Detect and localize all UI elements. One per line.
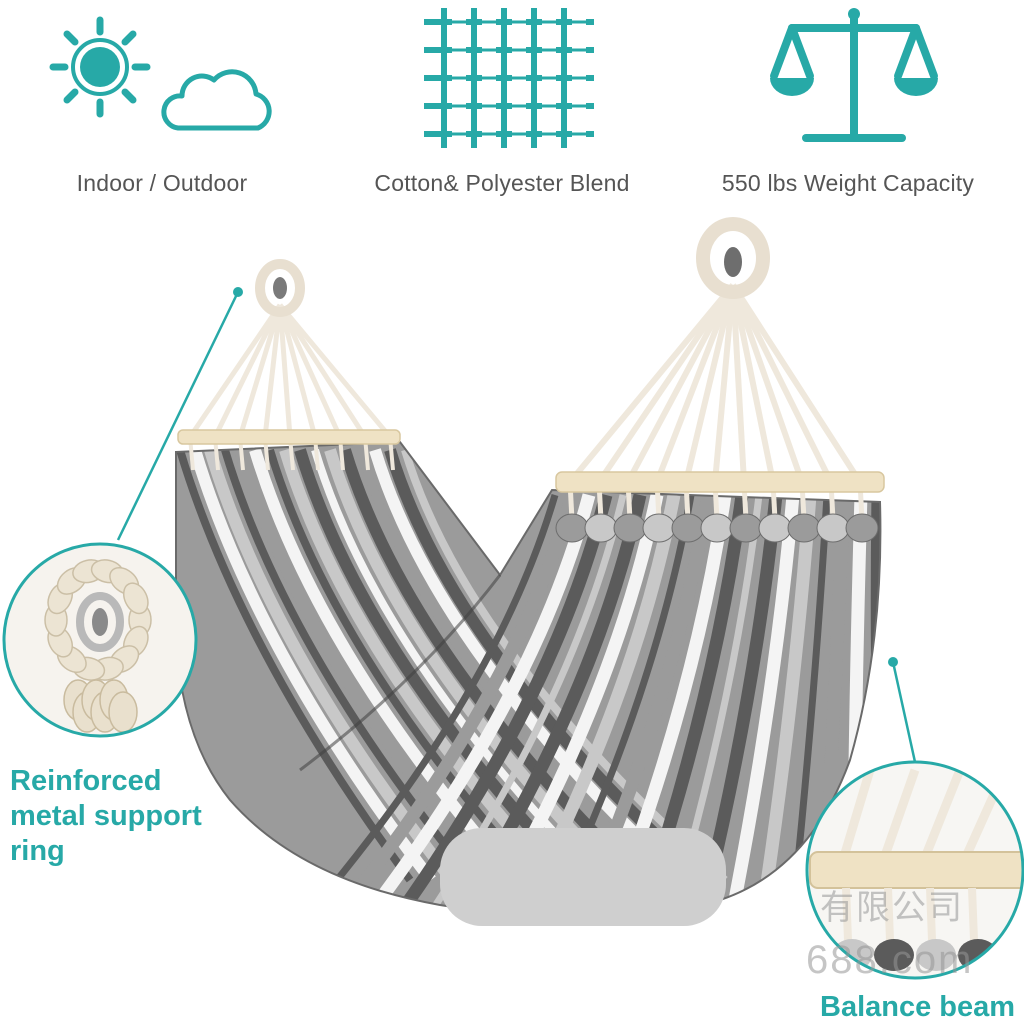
watermark-chars: 有限公司: [820, 889, 964, 927]
feature-material: Cotton& Polyester Blend: [332, 0, 672, 215]
ring-label-line: Reinforced: [10, 765, 162, 797]
feature-caption: Indoor / Outdoor: [76, 170, 248, 196]
feature-caption: 550 lbs Weight Capacity: [721, 170, 975, 196]
right-spreader-bar: [555, 471, 885, 493]
beam-label-line: Balance beam: [820, 991, 1016, 1023]
beam-callout-label: Balance beam: [820, 990, 1015, 1025]
left-ring: [255, 259, 305, 317]
left-spreader-bar: [177, 429, 401, 445]
blurred-patch: [440, 828, 726, 926]
feature-weight-capacity: 550 lbs Weight Capacity: [686, 0, 1024, 215]
left-ropes: [187, 303, 395, 471]
feature-caption: Cotton& Polyester Blend: [374, 170, 630, 196]
ring-callout-label: Reinforced metal support ring: [10, 764, 202, 869]
beam-detail-circle: [805, 760, 1024, 980]
right-ring: [696, 217, 770, 299]
beam-callout-pointer: [888, 657, 917, 763]
sun-cloud-icon: [49, 16, 272, 131]
feature-indoor-outdoor: Indoor / Outdoor: [0, 0, 340, 215]
ring-callout-pointer: [116, 287, 243, 541]
weave-grid-icon: [424, 8, 594, 148]
ring-label-line: ring: [10, 835, 65, 867]
watermark-domain: 688.com: [806, 938, 974, 982]
ring-label-line: metal support: [10, 800, 202, 832]
balance-scale-icon: [770, 8, 938, 142]
ring-detail-circle: [2, 542, 198, 738]
